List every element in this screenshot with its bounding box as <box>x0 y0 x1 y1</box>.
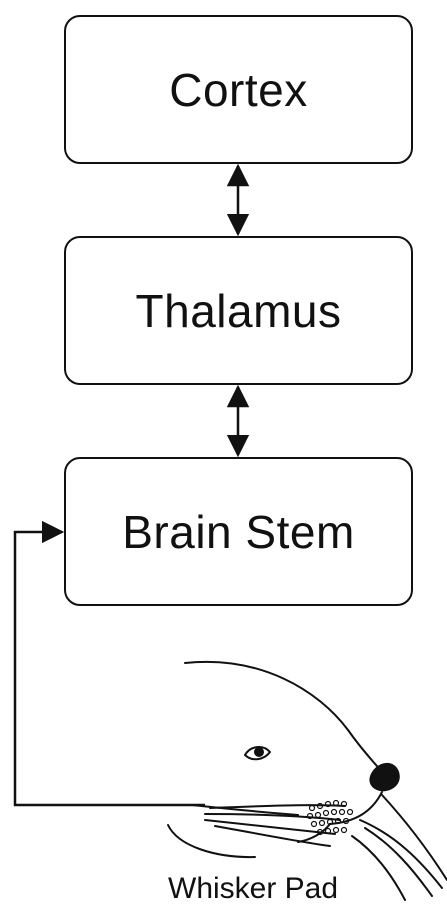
seal-chin <box>167 824 256 859</box>
whisker-pad-follicles <box>306 799 354 836</box>
node-thalamus-label: Thalamus <box>135 284 342 337</box>
seal-head-illustration <box>167 660 447 901</box>
whisker <box>351 835 406 901</box>
whisker <box>359 819 443 889</box>
seal-eye-pupil <box>254 747 264 757</box>
seal-head-outline <box>184 660 383 773</box>
whisker <box>209 804 346 809</box>
whisker <box>214 825 331 847</box>
whisker-pad-caption: Whisker Pad <box>168 872 339 905</box>
whisker <box>364 827 433 897</box>
node-thalamus: Thalamus <box>64 236 413 385</box>
seal-lower-jaw <box>191 804 299 816</box>
node-brain-stem-label: Brain Stem <box>122 505 355 558</box>
node-brain-stem: Brain Stem <box>64 457 413 606</box>
edge-whisker-pad-brain-stem <box>13 520 205 807</box>
seal-nose <box>369 763 400 792</box>
node-cortex: Cortex <box>64 15 413 164</box>
whisker <box>381 794 447 881</box>
whisker <box>204 813 341 821</box>
seal-eye-outline <box>244 746 271 761</box>
node-cortex-label: Cortex <box>169 63 308 116</box>
